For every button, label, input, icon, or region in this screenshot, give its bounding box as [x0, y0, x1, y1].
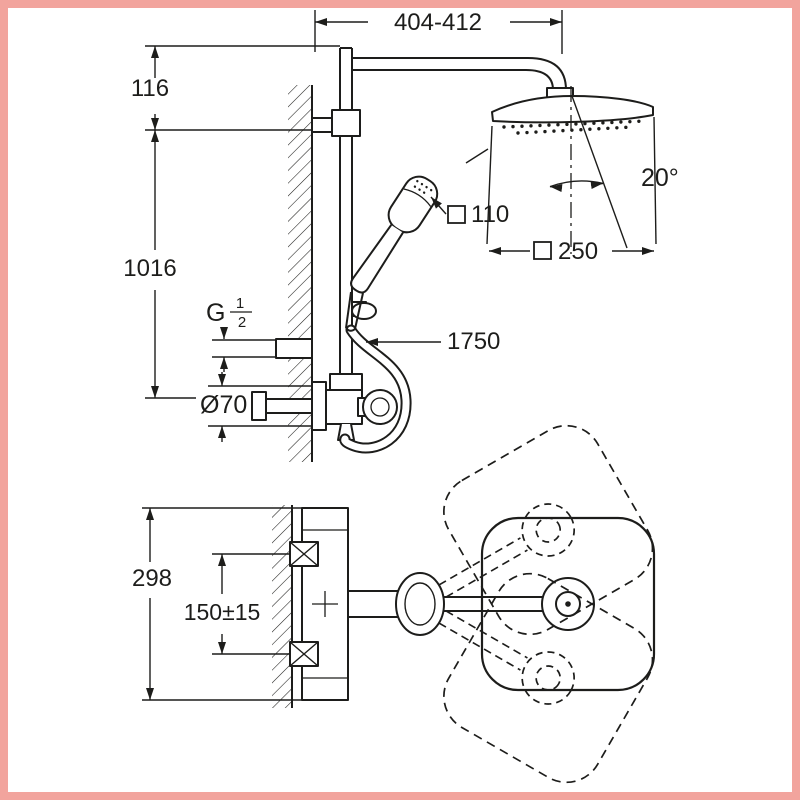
hose-cone-base	[345, 327, 356, 332]
head-shower-body	[491, 95, 654, 124]
hand-shower-holder	[345, 291, 377, 332]
knob-detail	[370, 397, 390, 417]
spray-nozzles-row1	[502, 119, 648, 129]
head-center-inner	[555, 591, 581, 617]
hose-fill	[341, 326, 410, 452]
inlet-mask	[264, 399, 312, 413]
tilt-indication	[549, 86, 628, 254]
head-center-dot	[565, 601, 571, 607]
hand-shower-handle	[350, 224, 404, 294]
hose-cone-right	[354, 292, 364, 330]
inlet-elbow	[251, 391, 267, 421]
temperature-knob-plan	[395, 572, 445, 636]
tilt-arc-arrow-right	[590, 181, 604, 189]
swivel-head-center	[521, 651, 576, 705]
supply-nipple	[275, 338, 313, 359]
swivel-arm-line	[438, 537, 521, 586]
dim-hose-length: 1750	[366, 328, 500, 355]
ext-tick	[465, 148, 489, 164]
hand-shower-face-line	[403, 188, 432, 207]
swivel-range-lower	[438, 572, 654, 784]
swivel-head-outline	[443, 572, 654, 784]
dim-top-offset: 116	[131, 45, 340, 131]
swivel-head-center-inner	[535, 517, 562, 543]
swivel-arm-line	[445, 549, 528, 598]
shower-system-technical-drawing: 404-412 116 1016 20° 110	[123, 9, 679, 784]
spray-nozzles-row2	[516, 125, 634, 135]
dim-tilt-angle: 20°	[641, 164, 679, 192]
dim-column-height: 1016	[123, 130, 196, 399]
dim-headshower-width: 250	[486, 116, 657, 265]
thread-denominator: 2	[238, 314, 246, 331]
dim-label-body-length: 298	[132, 565, 172, 592]
ext-line	[486, 125, 493, 245]
tilt-line	[571, 95, 628, 249]
dim-label-inlet-spacing: 150±15	[184, 599, 261, 625]
dim-inlet-spacing: 150±15	[184, 553, 290, 655]
leader-arrow	[430, 196, 447, 215]
side-view-dimensions: 404-412 116 1016 20° 110	[123, 9, 679, 442]
temperature-knob	[362, 389, 398, 425]
swivel-arm-line	[438, 622, 521, 671]
hand-shower	[350, 175, 439, 294]
supply-inlet	[251, 391, 312, 421]
swivel-arm-line	[445, 610, 528, 659]
shower-arm-outer	[352, 57, 567, 91]
tilt-arc-arrow-left	[549, 184, 563, 192]
knob-stub-plan	[347, 590, 399, 618]
thread-letter: G	[206, 299, 225, 327]
side-elevation-view	[251, 47, 654, 462]
escutcheon	[311, 381, 327, 431]
head-center-outer	[541, 577, 595, 631]
shower-arm-inner	[352, 69, 554, 91]
swivel-head-center-inner	[535, 665, 562, 691]
dim-body-length: 298	[132, 507, 302, 701]
dim-label-column-height: 1016	[123, 255, 176, 282]
dim-width-range: 404-412	[314, 9, 563, 54]
union-nut-cross	[289, 541, 319, 567]
knob-detail-plan	[404, 582, 436, 626]
dim-handshower-width: 110	[430, 148, 509, 228]
thermostat-plan	[289, 507, 445, 701]
dim-label-handshower-width: 110	[471, 201, 509, 228]
dim-label-top-offset: 116	[131, 75, 169, 102]
dim-label-width-range: 404-412	[394, 9, 482, 36]
dim-label-tilt-angle: 20°	[641, 164, 679, 192]
head-outline-plan	[480, 516, 656, 692]
head-shower-plan	[444, 516, 656, 692]
square-symbol	[533, 241, 552, 260]
swivel-head-center	[521, 503, 576, 557]
plan-view-dimensions: 298 150±15	[132, 507, 302, 701]
dim-label-headshower-width: 250	[558, 238, 598, 265]
shower-hose	[339, 324, 412, 454]
top-plan-view	[272, 424, 656, 784]
square-symbol	[447, 205, 466, 224]
ext-line	[653, 116, 657, 245]
wall-hatch-plan	[272, 505, 292, 708]
wall-bracket	[311, 117, 333, 133]
thermostat-body	[325, 389, 363, 425]
dim-thread-g12: G 1 2	[206, 295, 276, 372]
pipe-clamp	[331, 109, 361, 137]
hose-cone-left	[345, 291, 352, 329]
swivel-range-upper	[438, 424, 654, 636]
head-shower-side	[491, 95, 654, 135]
dim-rosette-diameter: Ø70	[200, 372, 312, 442]
thread-numerator: 1	[236, 295, 244, 312]
thermostat-side	[311, 373, 398, 441]
union-nut-cross	[289, 641, 319, 667]
dim-label-hose-length: 1750	[447, 328, 500, 355]
swivel-head-outline	[443, 424, 654, 636]
dim-label-rosette: Ø70	[200, 391, 247, 419]
holder-ring	[351, 302, 377, 320]
supply-fitting-g12	[275, 338, 313, 359]
